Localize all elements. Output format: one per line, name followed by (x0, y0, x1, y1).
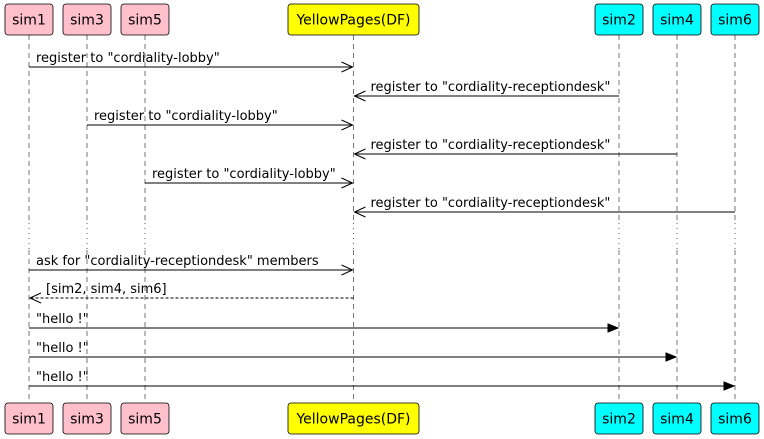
message-2: register to "cordiality-receptiondesk" (353, 80, 619, 102)
participant-box (594, 402, 644, 435)
participant-sim5-bottom: sim5 (120, 402, 170, 435)
arrow-head-icon (341, 264, 354, 276)
participant-sim1-bottom: sim1 (4, 402, 54, 435)
participant-sim4-bottom: sim4 (652, 402, 702, 435)
participant-box (120, 3, 170, 36)
arrow-head-icon (607, 323, 620, 333)
participant-box (62, 3, 112, 36)
participant-sim6-top: sim6 (710, 3, 760, 36)
participant-label: sim3 (70, 13, 104, 29)
participant-box (652, 402, 702, 435)
participant-sim3-top: sim3 (62, 3, 112, 36)
message-label: "hello !" (36, 312, 89, 327)
arrow-head-icon (353, 90, 366, 102)
participant-label: YellowPages(DF) (295, 13, 410, 29)
participant-label: sim5 (128, 13, 162, 29)
participant-label: YellowPages(DF) (295, 412, 410, 428)
lifelines (28, 35, 736, 403)
arrow-head-icon (723, 381, 736, 391)
arrow-head-icon (341, 119, 354, 131)
participant-yp-bottom: YellowPages(DF) (287, 402, 420, 435)
message-label: register to "cordiality-receptiondesk" (371, 138, 611, 153)
message-label: register to "cordiality-receptiondesk" (371, 196, 611, 211)
message-label: ask for "cordiality-receptiondesk" membe… (36, 254, 319, 269)
message-label: "hello !" (36, 341, 89, 356)
message-5: register to "cordiality-lobby" (145, 167, 354, 189)
message-10: "hello !" (29, 341, 678, 362)
participant-label: sim4 (660, 412, 694, 428)
participant-label: sim5 (128, 412, 162, 428)
message-1: register to "cordiality-lobby" (29, 51, 354, 73)
participant-sim1-top: sim1 (4, 3, 54, 36)
participant-sim3-bottom: sim3 (62, 402, 112, 435)
arrow-head-icon (353, 206, 366, 218)
arrow-head-icon (353, 148, 366, 160)
message-4: register to "cordiality-receptiondesk" (353, 138, 677, 160)
participant-label: sim3 (70, 412, 104, 428)
participant-box (4, 3, 54, 36)
participant-box (287, 402, 420, 435)
participant-box (594, 3, 644, 36)
participant-row-top: sim1 sim3 sim5 YellowPages(DF) sim2 sim4 sim6 (4, 3, 760, 36)
arrow-head-icon (341, 177, 354, 189)
participant-box (710, 3, 760, 36)
arrow-head-icon (665, 352, 678, 362)
participant-label: sim4 (660, 13, 694, 29)
message-8: [sim2, sim4, sim6] (28, 282, 354, 304)
message-6: register to "cordiality-receptiondesk" (353, 196, 735, 218)
participant-yp-top: YellowPages(DF) (287, 3, 420, 36)
message-3: register to "cordiality-lobby" (87, 109, 354, 131)
message-label: [sim2, sim4, sim6] (46, 282, 167, 297)
participant-label: sim2 (602, 13, 636, 29)
message-label: register to "cordiality-lobby" (94, 109, 278, 124)
participant-box (120, 402, 170, 435)
participant-label: sim2 (602, 412, 636, 428)
gap-dividers (28, 223, 736, 250)
participant-box (652, 3, 702, 36)
participant-box (710, 402, 760, 435)
participant-label: sim6 (718, 412, 752, 428)
participant-sim5-top: sim5 (120, 3, 170, 36)
message-label: register to "cordiality-receptiondesk" (371, 80, 611, 95)
message-11: "hello !" (29, 370, 736, 391)
participant-box (4, 402, 54, 435)
participant-sim4-top: sim4 (652, 3, 702, 36)
participant-box (62, 402, 112, 435)
participant-row-bottom: sim1 sim3 sim5 YellowPages(DF) sim2 sim4 sim6 (4, 402, 760, 435)
participant-label: sim1 (12, 412, 46, 428)
participant-label: sim1 (12, 13, 46, 29)
messages: register to "cordiality-lobby" register t… (28, 51, 736, 391)
participant-sim2-top: sim2 (594, 3, 644, 36)
arrow-head-icon (28, 292, 42, 304)
arrow-head-icon (341, 61, 354, 73)
message-9: "hello !" (29, 312, 620, 333)
participant-sim2-bottom: sim2 (594, 402, 644, 435)
message-label: "hello !" (36, 370, 89, 385)
message-7: ask for "cordiality-receptiondesk" membe… (29, 254, 354, 276)
participant-box (287, 3, 420, 36)
message-label: register to "cordiality-lobby" (36, 51, 220, 66)
message-label: register to "cordiality-lobby" (152, 167, 336, 182)
participant-sim6-bottom: sim6 (710, 402, 760, 435)
participant-label: sim6 (718, 13, 752, 29)
